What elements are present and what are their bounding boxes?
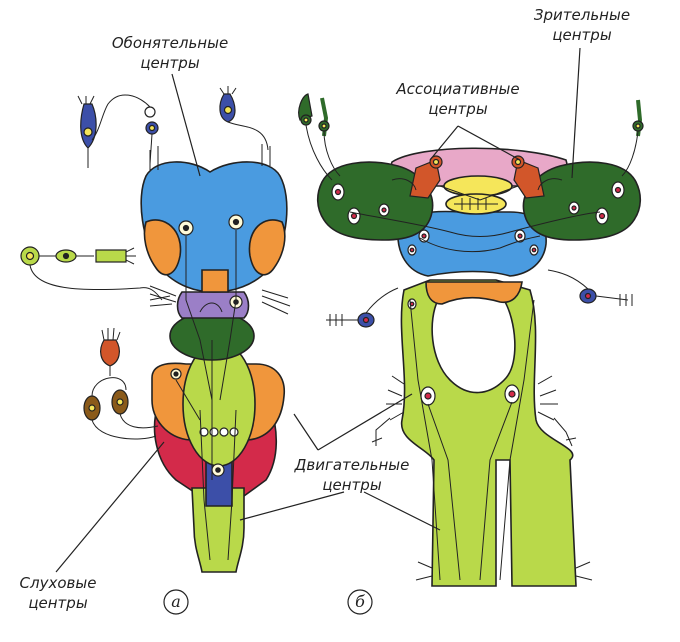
orange-crescent-b [425,281,523,305]
label-auditory-line2: центры [28,594,88,612]
yellow-center-top-b [443,175,513,197]
label-auditory: Слуховые центры [20,574,97,612]
associative-neurons-b [391,155,563,199]
label-visual: Зрительные центры [534,6,630,44]
visual-neurons-b [298,93,644,181]
label-motor: Двигательные центры [294,456,410,494]
orange-lobe-left-a [143,219,182,276]
orange-lobe-right-a [248,219,286,276]
label-visual-line2: центры [552,26,612,44]
leader-lines [55,47,581,573]
pathways-b [349,185,601,581]
panel-marker-b: б [347,589,373,615]
label-motor-line2: центры [322,476,382,494]
tectum-a [182,341,256,467]
blue-region-b [397,210,547,277]
hemisphere-right-b [522,161,642,241]
orange-center-a [201,269,229,293]
brain-b [298,93,644,587]
auditory-neurons-a [83,327,159,440]
panel-label-a: а [171,592,181,611]
label-olfactory-line2: центры [140,54,200,72]
spinal-spines-b [386,375,593,581]
label-associative: Ассоциативные центры [395,80,519,118]
lateral-neurons-b [326,269,633,447]
hemisphere-neurons-b [331,181,625,406]
label-visual-line1: Зрительные [534,6,630,24]
olfactory-neurons-a [77,86,269,170]
panel-label-b: б [355,592,365,611]
panel-marker-a: а [163,589,189,615]
label-associative-line2: центры [428,100,488,118]
pathways-a [175,230,237,561]
nerve-stubs-a [149,144,291,315]
label-auditory-line1: Слуховые [20,574,97,592]
label-associative-line1: Ассоциативные [395,80,519,98]
label-motor-line1: Двигательные [294,456,410,474]
brain-a [20,86,291,573]
lateral-neuron-a [20,246,173,307]
label-olfactory: Обонятельные центры [112,34,228,72]
label-olfactory-line1: Обонятельные [112,34,228,52]
